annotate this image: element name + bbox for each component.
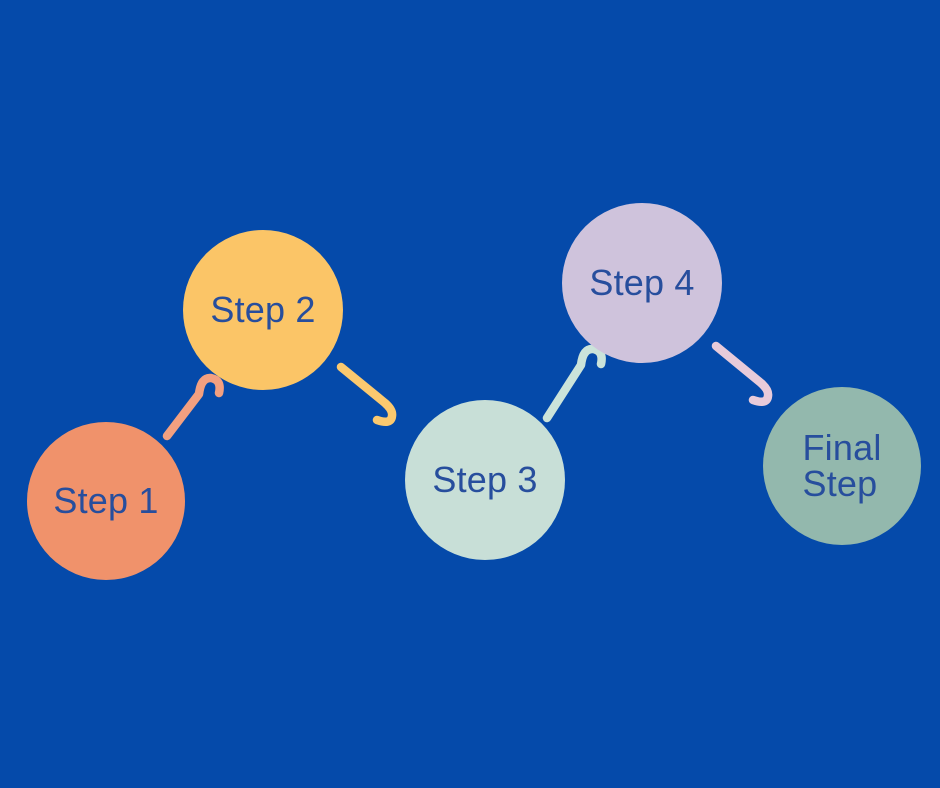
step-label-step-3: Step 3 [432,459,538,500]
step-circle-final-step: Final Step [763,387,921,545]
step-circle-step-2: Step 2 [183,230,343,390]
step-label-step-4: Step 4 [589,262,695,303]
step-label-step-1: Step 1 [53,480,159,521]
curved-arrow-icon-step1-to-step2 [162,373,224,441]
curved-arrow-icon-step2-to-step3 [336,362,397,427]
step-circle-step-4: Step 4 [562,203,722,363]
step-label-final-step: Final Step [802,427,882,504]
step-circle-step-3: Step 3 [405,400,565,560]
step-circle-step-1: Step 1 [27,422,185,580]
step-label-step-2: Step 2 [210,289,316,330]
curved-arrow-icon-step4-to-final [711,341,773,407]
curved-arrow-icon-step3-to-step4 [542,344,606,423]
